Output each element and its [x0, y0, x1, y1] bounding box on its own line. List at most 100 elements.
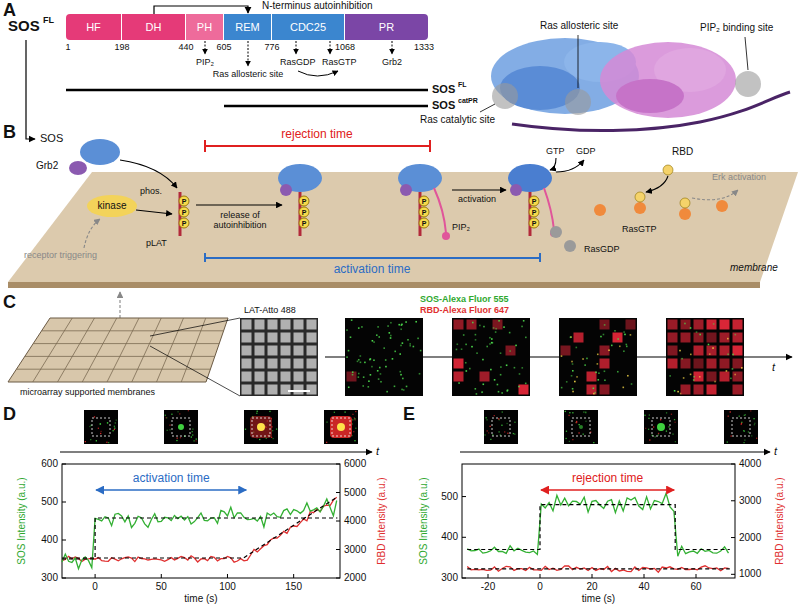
- sos-signal: [566, 381, 568, 383]
- speck: [352, 414, 353, 415]
- speck: [674, 422, 675, 423]
- speck: [583, 411, 584, 412]
- sos-spot: [657, 423, 665, 431]
- sos-signal: [584, 364, 586, 366]
- speck: [485, 417, 486, 418]
- lat-corral: [242, 372, 252, 382]
- speck: [490, 439, 491, 440]
- text-label: N-terminus autoinhibition: [262, 0, 373, 12]
- lat-corral: [294, 346, 304, 356]
- lat-corral: [307, 385, 317, 395]
- speck: [754, 423, 755, 424]
- sos-signal: [574, 381, 576, 383]
- speck: [486, 419, 487, 420]
- lat-corral: [294, 359, 304, 369]
- speck: [741, 424, 742, 425]
- rbd-signal: [668, 346, 678, 356]
- speck: [489, 426, 490, 427]
- sos-signal: [597, 379, 599, 381]
- speck: [660, 419, 661, 420]
- sos-signal: [595, 372, 597, 374]
- speck: [484, 434, 485, 435]
- speck: [188, 410, 189, 411]
- lat-corral: [255, 333, 265, 343]
- grid-line: [157, 318, 184, 382]
- speck: [273, 438, 274, 439]
- sos-signal: [406, 386, 408, 388]
- micrograph: [644, 410, 678, 444]
- sos-signal: [603, 334, 605, 336]
- sos-signal: [387, 325, 389, 327]
- speck: [169, 425, 170, 426]
- rbd-signal: [720, 372, 730, 382]
- sos-signal: [570, 337, 572, 339]
- speck: [675, 441, 676, 442]
- protein-structure: [745, 37, 748, 70]
- tick-label: 150: [285, 581, 302, 593]
- speck: [107, 422, 108, 423]
- tick-label: 0: [92, 581, 98, 593]
- sos-signal: [571, 375, 573, 377]
- speck: [674, 419, 675, 420]
- sos-signal: [712, 347, 714, 349]
- sos-signal: [482, 359, 484, 361]
- tick-mark: [161, 574, 162, 578]
- rbd-signal: [574, 333, 584, 343]
- sos-signal: [465, 344, 467, 346]
- protein-structure: [735, 71, 761, 97]
- sos-signal: [360, 362, 362, 364]
- speck: [354, 419, 355, 420]
- signaling-molecules: [594, 204, 606, 216]
- step-fit: [62, 518, 337, 559]
- text-label: RasGDP: [280, 57, 316, 67]
- rbd-signal: [720, 333, 730, 343]
- sos-signal: [471, 346, 473, 348]
- sos-signal: [622, 387, 624, 389]
- step-fit: [62, 497, 337, 558]
- rbd-trace: [62, 497, 337, 562]
- rbd-trace: [467, 566, 728, 572]
- sos-trace: [467, 493, 728, 556]
- sos-signal: [346, 329, 348, 331]
- tick-mark: [592, 574, 593, 578]
- sos-signal: [586, 358, 588, 360]
- sos-signal: [684, 323, 686, 325]
- text-label: Ras allosteric site: [540, 20, 618, 32]
- rbd-signal: [681, 385, 691, 395]
- tick-mark: [336, 549, 340, 550]
- micrograph: [564, 410, 598, 444]
- speck: [245, 429, 246, 430]
- speck: [100, 423, 101, 424]
- axis-title: SOS Intensity (a.u.): [418, 477, 430, 564]
- construct-lines: [26, 40, 35, 139]
- sos-signal: [351, 319, 353, 321]
- rbd-signal: [347, 372, 357, 382]
- rbd-signal: [250, 416, 272, 438]
- speck: [578, 424, 579, 425]
- lat-corral: [255, 346, 265, 356]
- rbd-signal: [600, 359, 610, 369]
- sos-signal: [369, 359, 371, 361]
- residue-number: 776: [264, 42, 279, 52]
- tick-label: 50: [156, 581, 167, 593]
- tick-mark: [731, 464, 735, 465]
- speck: [192, 434, 193, 435]
- signaling-molecules: [635, 192, 645, 202]
- rbd-signal: [600, 320, 610, 330]
- sos-signal: [385, 359, 387, 361]
- rbd-signal: [694, 385, 704, 395]
- sos-signal: [372, 340, 374, 342]
- text-label: LAT-Atto 488: [244, 305, 296, 315]
- sos-signal: [390, 335, 392, 337]
- speck: [501, 425, 502, 426]
- phospho-mark: P: [179, 207, 190, 218]
- micrograph: [324, 410, 358, 444]
- sos-signal: [494, 379, 496, 381]
- sos-signal: [378, 336, 380, 338]
- sos-signal: [479, 325, 481, 327]
- speck: [165, 415, 166, 416]
- signaling-molecules: [434, 188, 446, 233]
- sos-signal: [572, 370, 574, 372]
- speck: [750, 410, 751, 411]
- process-arrows: [550, 158, 556, 170]
